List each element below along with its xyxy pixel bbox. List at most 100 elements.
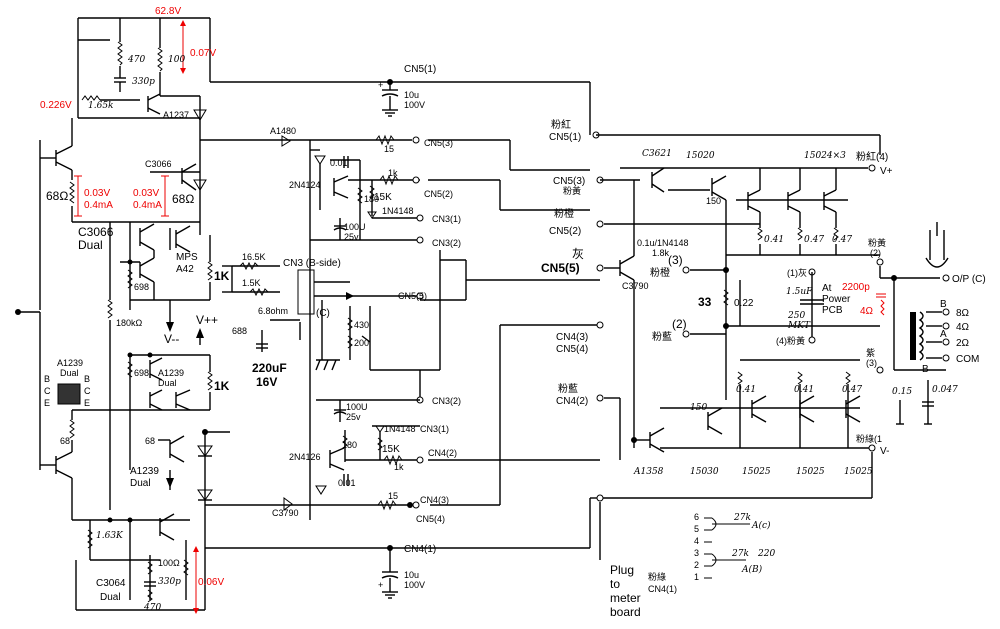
c330p-bottom-label: 330p (158, 577, 181, 587)
out-4-terminal (942, 322, 950, 330)
r68b-label: 68Ω (172, 192, 194, 206)
diode (315, 485, 327, 495)
cn5-5-right-terminal (596, 264, 604, 272)
vminus-terminal (868, 444, 876, 452)
diode-note-label: 0.1u/1N4148 (637, 238, 689, 248)
capacitor-plate (333, 411, 347, 415)
vplus-terminal (868, 164, 876, 172)
resistor-180 (342, 435, 348, 449)
p2-label: 2 (694, 560, 699, 570)
transistor-collector (159, 513, 175, 523)
r68b-label: 68 (145, 436, 155, 446)
arrow-head (180, 68, 186, 74)
resistor-047 (833, 227, 839, 241)
transistor-emitter (651, 183, 665, 193)
cn4-3-right-terminal (596, 321, 604, 329)
c2200p-label: 2200p (842, 282, 870, 293)
cn5-4-label: CN5(4) (416, 514, 445, 524)
drop-top-label: 0.07V (190, 48, 216, 59)
transistor-collector (139, 257, 155, 267)
r047c-label: 0.47 (842, 385, 862, 395)
cn4-3-label: CN4(3) (420, 495, 449, 505)
resistor-200 (347, 335, 353, 349)
pink-yellow-2-terminal (876, 258, 884, 266)
c25v-label: 25v (344, 232, 359, 242)
1n4148b-label: 1N4148 (384, 424, 416, 434)
c220uf-label: 220uF (252, 361, 287, 375)
middle-section: CN5(1) + 10u 100V 15 CN5(3) 0.01 2N4124 … (222, 64, 600, 599)
r100b-label: 100Ω (158, 558, 180, 568)
transistor-collector (149, 389, 163, 397)
cn5-1-top-label: CN5(1) (404, 64, 436, 75)
pink-orange-label: 粉橙 (554, 207, 574, 220)
resistor-041 (737, 371, 743, 385)
resistor-047 (845, 371, 851, 385)
pink-blue-terminal (682, 330, 690, 338)
purple-label: 紫 (866, 348, 875, 358)
resistor-180 (357, 187, 363, 204)
cn4-3-terminal (412, 501, 420, 509)
resistor-100 (183, 559, 189, 576)
c3621-label: C3621 (642, 149, 672, 159)
transistor-emitter (175, 243, 191, 253)
transistor-collector (175, 225, 191, 235)
resistor-430 (347, 317, 353, 331)
plug-board-label: board (610, 605, 641, 619)
q150b-label: 150 (690, 403, 707, 413)
com-label: COM (956, 354, 979, 365)
capacitor-plate (381, 575, 399, 579)
capacitor-plate (381, 93, 399, 97)
transistor-emitter (149, 403, 163, 411)
cn5-5-label: CN5(5) (398, 291, 427, 301)
resistor-100 (147, 561, 153, 575)
r1kb-label: 1k (394, 462, 404, 472)
cn5-4-right-label: CN5(4) (556, 344, 588, 355)
cn3-1-terminal (416, 214, 424, 222)
cn4-2-right-label: CN4(2) (556, 396, 588, 407)
c100u-label: 100U (344, 222, 366, 232)
pink-yellow-4-terminal (808, 336, 816, 344)
transistor-collector (751, 395, 767, 405)
c047-label: 0.047 (932, 385, 958, 395)
resistor-68 (69, 419, 75, 439)
a1480-label: A1480 (270, 126, 296, 136)
p4-label: 4 (694, 536, 699, 546)
r022-label: 0.22 (734, 298, 754, 309)
r041b-label: 0.41 (736, 385, 756, 395)
r180k-label: 180kΩ (116, 318, 143, 328)
junction-dot (147, 352, 153, 358)
num2-top-label: (2) (870, 248, 881, 258)
resistor-041 (797, 371, 803, 385)
ground (323, 359, 329, 371)
q15020-label: 15020 (686, 151, 715, 161)
pink-yellow-4-label: (4)粉黃 (776, 335, 805, 346)
transistor-emitter (55, 161, 73, 171)
red-resistor (880, 299, 885, 316)
cap-bot-val: 10u (404, 570, 419, 580)
1n4148-label: 1N4148 (382, 206, 414, 216)
transistor-collector (147, 93, 161, 101)
r165k-label: 1.65k (88, 101, 114, 111)
pink-red-4-label: 粉紅(4) (856, 150, 888, 163)
power-label: Power (822, 294, 851, 305)
resistor-047 (797, 227, 803, 241)
cn3-2-terminal (416, 236, 424, 244)
cn3-bside-label: CN3 (B-side) (283, 258, 341, 269)
arrow-head (196, 328, 204, 338)
r047-label: 0.47 (804, 235, 824, 245)
cn3-1-label: CN3(1) (432, 214, 461, 224)
q15025c-label: 15025 (844, 467, 873, 477)
r15-top-label: 15 (384, 144, 394, 154)
pink-green-1-label: 粉綠(1 (856, 433, 882, 444)
diode (375, 425, 385, 433)
pink-blue-2-label: 粉藍 (558, 382, 578, 395)
orange-3-terminal (682, 266, 690, 274)
transistor-collector (747, 189, 761, 197)
cn4-2-label: CN4(2) (428, 448, 457, 458)
cn5-3-right-label: CN5(3) (553, 176, 585, 187)
pin-b-right: B (84, 374, 90, 384)
right-section: 粉紅 CN5(1) 粉紅(4) V+ C3621 15020 15024×3 C… (541, 118, 986, 619)
i04a-label: 0.4mA (84, 200, 113, 211)
a1237-label: A1237 (163, 110, 189, 120)
resistor-180k (107, 299, 113, 319)
